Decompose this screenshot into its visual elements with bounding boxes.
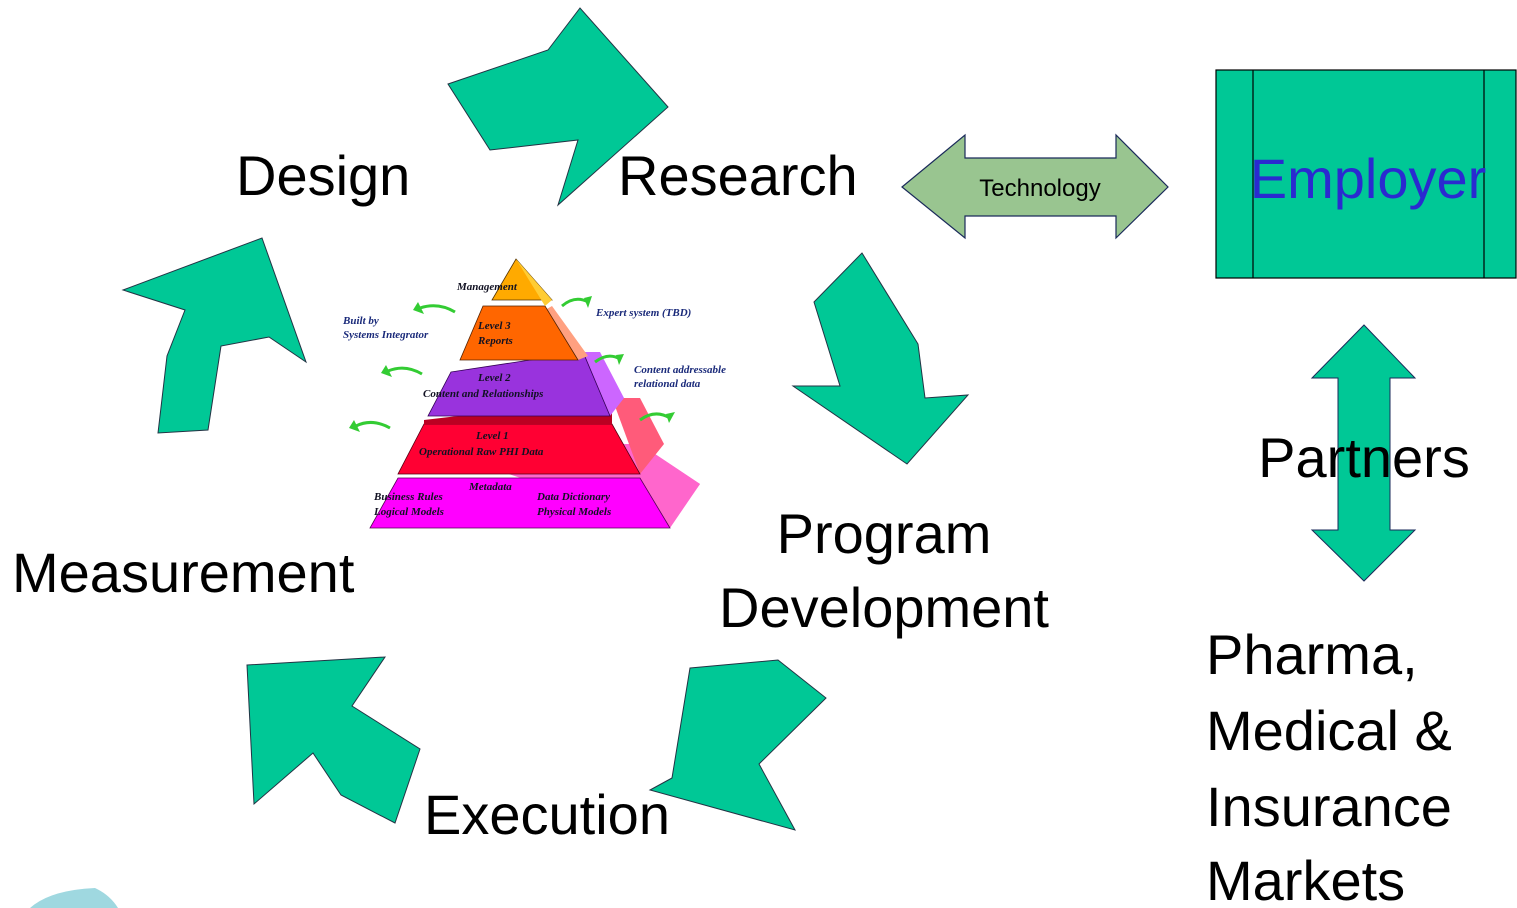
pyramid-base-right-1: Data Dictionary: [536, 491, 610, 503]
pyramid-level2-sublabel: Content and Relationships: [423, 388, 543, 400]
label-partners: Partners: [1258, 426, 1470, 489]
arrow-research-to-program: [791, 252, 970, 465]
pyramid-base-right-2: Physical Models: [537, 506, 611, 518]
arrow-execution-to-measurement: [246, 656, 421, 824]
logo-fragment: [30, 888, 118, 908]
arrow-design-to-research: [447, 7, 669, 207]
label-design: Design: [236, 144, 410, 207]
employer-box: [1215, 69, 1517, 279]
pyramid-level1-sublabel: Operational Raw PHI Data: [419, 446, 544, 458]
pyramid-level3-sublabel: Reports: [477, 335, 513, 347]
label-markets-1: Pharma,: [1206, 623, 1418, 686]
pyramid-base-left-2: Logical Models: [373, 506, 444, 518]
note-built-by-1: Built by: [342, 315, 379, 327]
data-pyramid: Management Level 3 Reports Level 2 Conte…: [342, 258, 726, 529]
label-measurement: Measurement: [12, 541, 355, 604]
label-technology: Technology: [979, 175, 1100, 202]
pyramid-level3-label: Level 3: [477, 320, 511, 332]
label-execution: Execution: [424, 783, 670, 846]
pyramid-level2-label: Level 2: [477, 372, 511, 384]
label-markets-4: Markets: [1206, 849, 1405, 908]
arrow-program-to-execution: [648, 659, 827, 831]
partners-arrow: [1310, 324, 1417, 582]
note-content-1: Content addressable: [634, 364, 726, 376]
label-markets-3: Insurance: [1206, 775, 1452, 838]
pyramid-level1-label: Level 1: [475, 430, 509, 442]
pyramid-metadata-label: Metadata: [468, 481, 512, 493]
note-content-2: relational data: [634, 378, 701, 390]
note-built-by-2: Systems Integrator: [343, 329, 429, 341]
label-development: Development: [719, 576, 1049, 639]
note-expert-system: Expert system (TBD): [595, 307, 691, 319]
label-markets-2: Medical &: [1206, 699, 1452, 762]
pyramid-base-left-1: Business Rules: [373, 491, 443, 503]
pyramid-management-label: Management: [456, 281, 518, 293]
arrow-measurement-to-design: [121, 237, 307, 434]
label-research: Research: [618, 144, 858, 207]
label-employer: Employer: [1250, 147, 1487, 210]
label-program: Program: [777, 502, 992, 565]
technology-arrow: [901, 133, 1169, 240]
